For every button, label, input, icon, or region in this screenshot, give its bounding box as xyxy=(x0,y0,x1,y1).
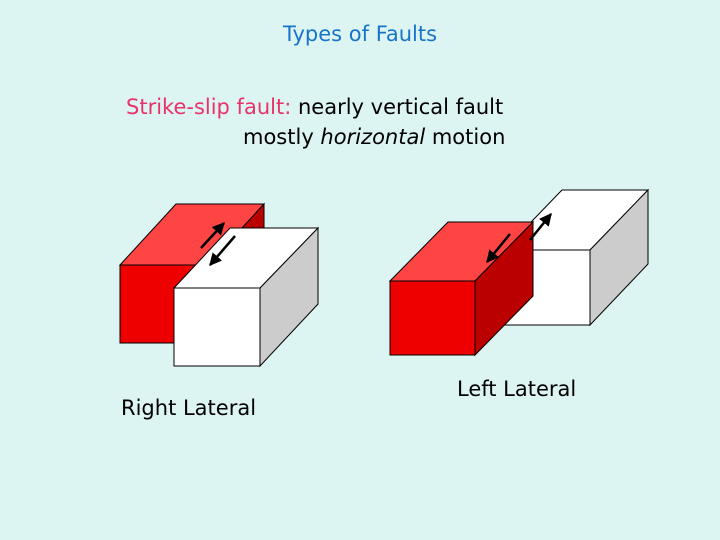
motion-arrow-up xyxy=(200,222,225,249)
slide-title: Types of Faults xyxy=(282,22,438,46)
red-block xyxy=(388,220,535,357)
motion-arrow-up xyxy=(529,213,552,241)
motion-emphasis: horizontal xyxy=(320,125,426,149)
white-block xyxy=(172,226,320,368)
left-lateral-diagram xyxy=(388,188,650,357)
right-lateral-caption: Right Lateral xyxy=(121,396,257,420)
right-lateral-diagram xyxy=(118,202,320,368)
definition-line-2: mostly horizontal motion xyxy=(243,125,505,149)
fault-description: nearly vertical fault xyxy=(297,95,504,119)
motion-suffix: motion xyxy=(425,125,506,149)
left-lateral-caption: Left Lateral xyxy=(457,377,577,401)
red-block-front xyxy=(389,280,476,356)
fault-term: Strike-slip fault: xyxy=(126,95,292,119)
motion-arrow-down xyxy=(486,233,511,263)
motion-prefix: mostly xyxy=(243,125,321,149)
motion-arrow-down xyxy=(209,235,236,266)
definition-line-1: Strike-slip fault: nearly vertical fault xyxy=(126,95,503,119)
white-block-front xyxy=(173,287,261,367)
